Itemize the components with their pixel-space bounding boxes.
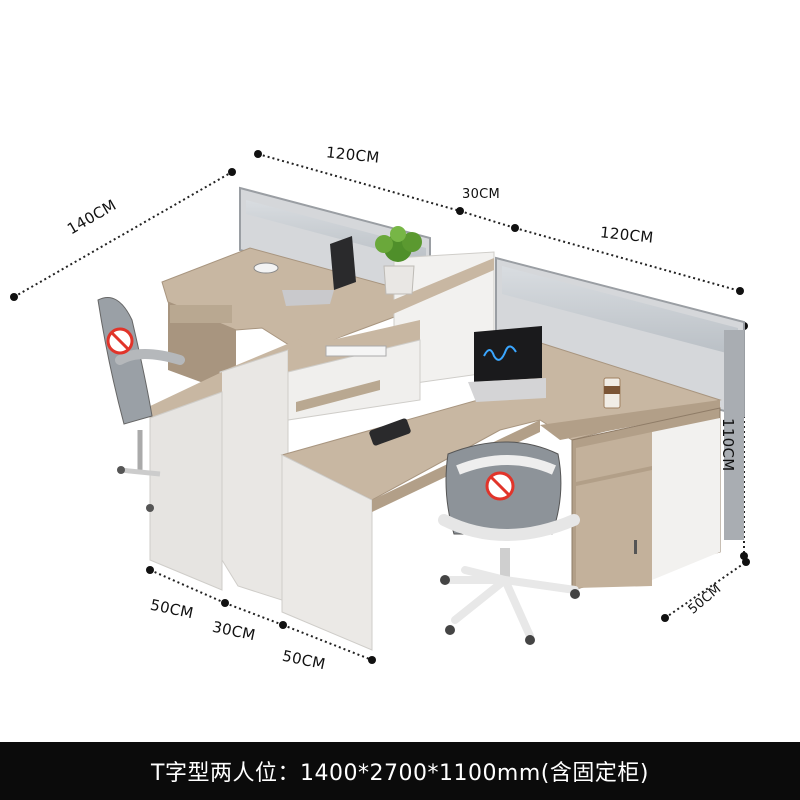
chair-right [438,441,580,645]
caption-text: T字型两人位：1400*2700*1100mm(含固定柜) [151,761,649,786]
plant [375,226,422,295]
front-left-desk [146,372,223,591]
laptop-left [282,236,356,306]
partition-right [495,256,745,540]
laptop-right [468,326,546,402]
caption-bar: T字型两人位：1400*2700*1100mm(含固定柜) [0,742,800,800]
dim-right-height: 110CM [719,418,737,472]
right-pedestal [571,407,721,591]
desk-items [253,262,621,446]
product-scene [10,150,750,664]
center-divider [219,251,495,603]
dim-top-gap: 30CM [462,187,501,202]
chair-left [97,297,185,512]
